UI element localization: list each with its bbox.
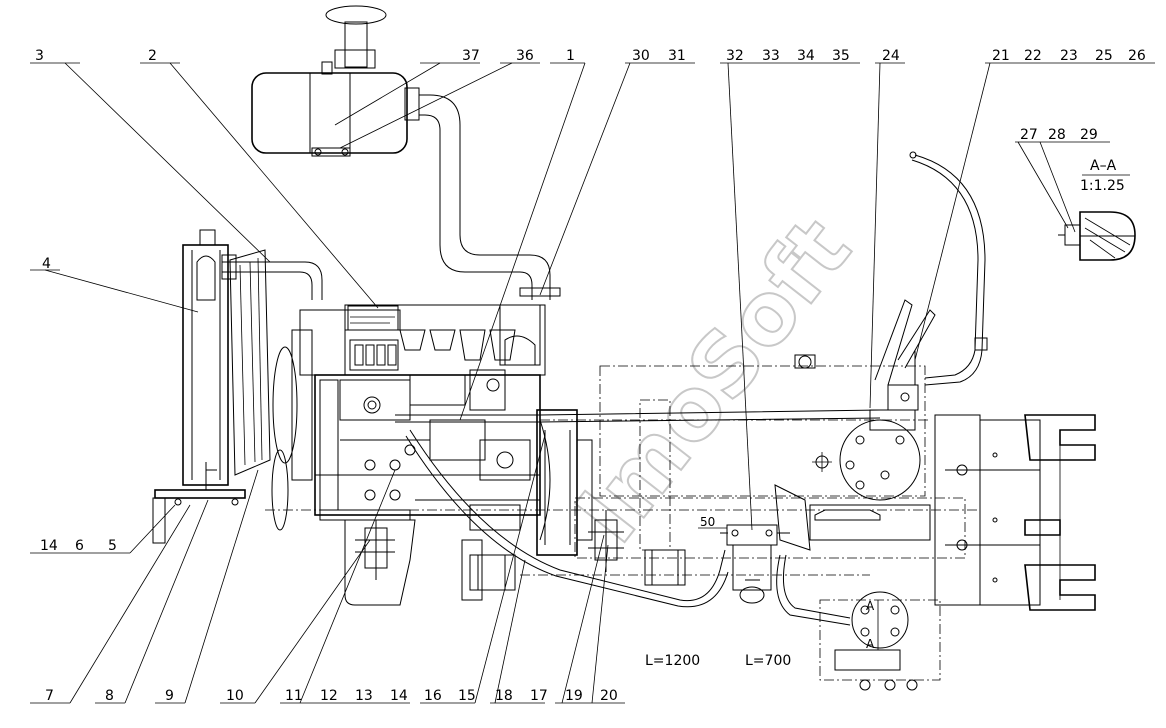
- engine-mounts: [355, 510, 686, 591]
- callout-23: 23: [1060, 48, 1078, 64]
- fuel-lines: [395, 409, 881, 626]
- callout-34: 34: [797, 48, 815, 64]
- callout-25: 25: [1095, 48, 1113, 64]
- fan-assembly: [229, 249, 313, 531]
- callout-21: 21: [992, 48, 1010, 64]
- callout-1: 1: [566, 48, 575, 64]
- callout-4: 4: [42, 256, 51, 272]
- callout-10: 10: [226, 688, 244, 704]
- dimension-50-label: 50: [700, 515, 715, 529]
- section-detail-a-a: [1058, 211, 1136, 261]
- section-title: A–A: [1090, 158, 1117, 174]
- leader-lines: [30, 62, 1155, 704]
- transmission-housing: [774, 354, 931, 691]
- callouts-left: 4 14 6 5: [40, 256, 117, 554]
- callout-26: 26: [1128, 48, 1146, 64]
- section-mark-a-lower: A: [866, 637, 875, 651]
- watermark-text: ImoSoft: [557, 200, 870, 561]
- callout-24: 24: [882, 48, 900, 64]
- section-mark-a-upper: A: [866, 599, 875, 613]
- callout-9: 9: [165, 688, 174, 704]
- callout-16: 16: [424, 688, 442, 704]
- callout-14-bottom: 14: [390, 688, 408, 704]
- throttle-cable: [909, 151, 988, 386]
- callout-19: 19: [565, 688, 583, 704]
- hose-length-1200: L=1200: [645, 653, 700, 669]
- callout-17: 17: [530, 688, 548, 704]
- callouts-section: 27 28 29 A–A 1:1.25: [1020, 127, 1125, 194]
- callout-6: 6: [75, 538, 84, 554]
- callout-20: 20: [600, 688, 618, 704]
- callout-31: 31: [668, 48, 686, 64]
- hose-length-700: L=700: [745, 653, 791, 669]
- callout-27: 27: [1020, 127, 1038, 143]
- callout-3: 3: [35, 48, 44, 64]
- callout-33: 33: [762, 48, 780, 64]
- callout-12: 12: [320, 688, 338, 704]
- callout-18: 18: [495, 688, 513, 704]
- callout-11: 11: [285, 688, 303, 704]
- callout-35: 35: [832, 48, 850, 64]
- callouts-top: 3 2 37 36 1 30 31 32 33 34 35 24 21 22 2…: [35, 48, 1146, 64]
- hose-length-labels: L=1200 L=700: [645, 653, 791, 669]
- section-scale: 1:1.25: [1080, 178, 1125, 194]
- callout-28: 28: [1048, 127, 1066, 143]
- intake-pipe: [419, 94, 561, 300]
- radiator: [152, 229, 246, 544]
- callout-14-left: 14: [40, 538, 58, 554]
- callout-30: 30: [632, 48, 650, 64]
- callout-5: 5: [108, 538, 117, 554]
- flywheel-housing: [536, 409, 593, 556]
- callout-7: 7: [45, 688, 54, 704]
- engine-block: [299, 304, 546, 606]
- callout-29: 29: [1080, 127, 1098, 143]
- dimension-50: 50: [698, 515, 727, 529]
- callout-13: 13: [355, 688, 373, 704]
- rear-axle-structure: [934, 414, 1096, 611]
- callout-32: 32: [726, 48, 744, 64]
- callouts-bottom: 7 8 9 10 11 12 13 14 16 15 18 17 19 20: [45, 688, 618, 704]
- upper-coolant-pipe: [221, 254, 323, 300]
- air-cleaner: [251, 5, 420, 157]
- callout-15: 15: [458, 688, 476, 704]
- callout-36: 36: [516, 48, 534, 64]
- callout-2: 2: [148, 48, 157, 64]
- section-markers: A A: [866, 599, 879, 651]
- callout-22: 22: [1024, 48, 1042, 64]
- callout-8: 8: [105, 688, 114, 704]
- callout-37: 37: [462, 48, 480, 64]
